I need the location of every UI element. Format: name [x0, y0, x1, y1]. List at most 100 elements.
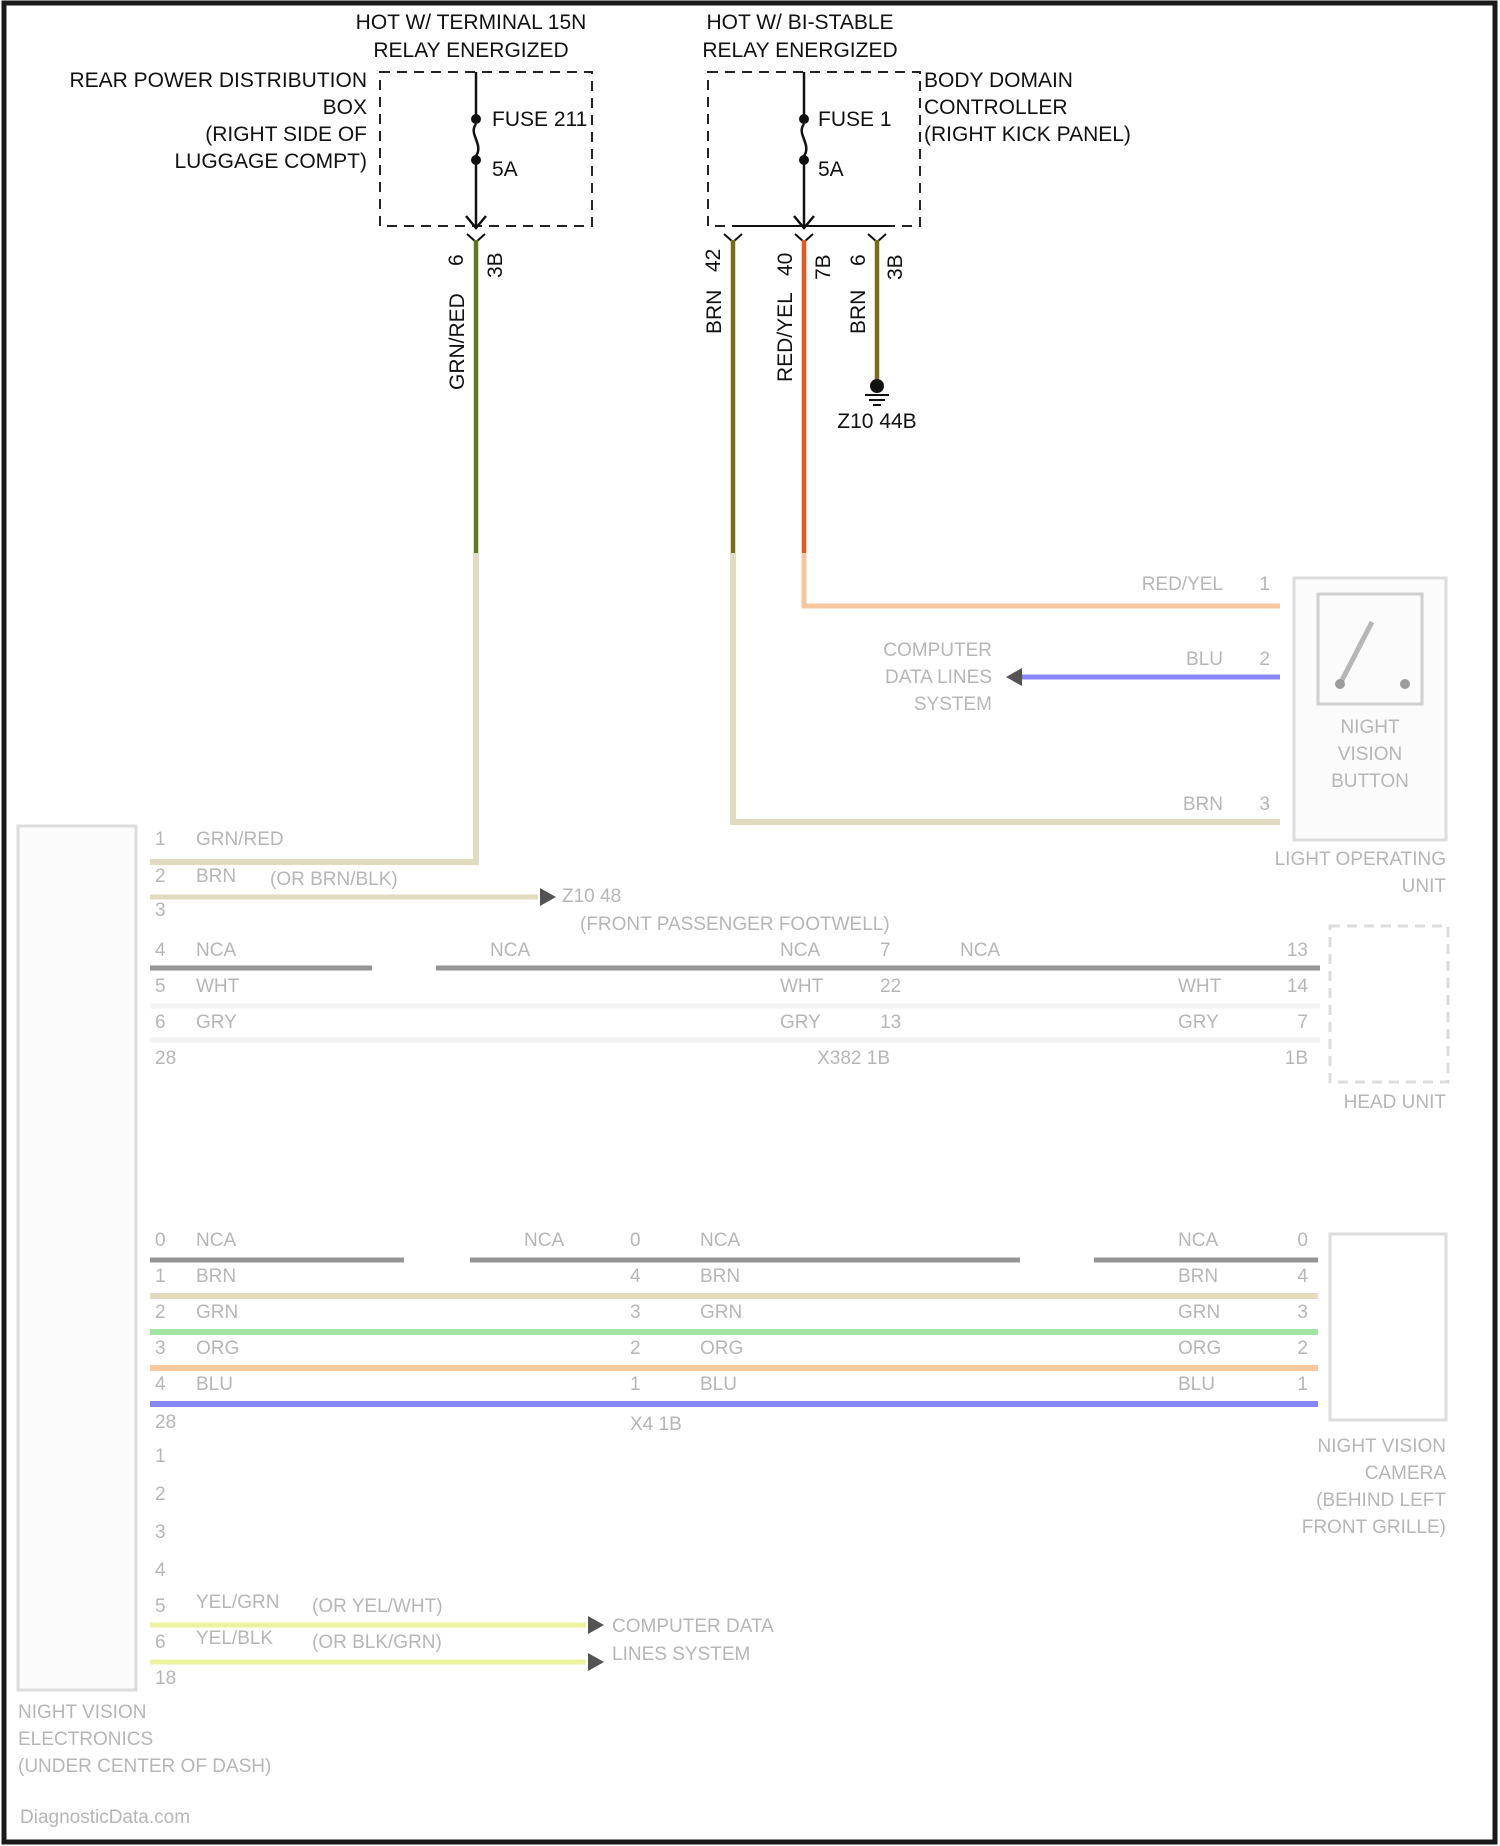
cam-mid-wire-grn: GRN — [700, 1302, 742, 1323]
hu-left-wire-wht: WHT — [196, 976, 240, 997]
lou-pin-1: 1 — [1259, 574, 1270, 595]
nve-extra-pin-2: 2 — [155, 1484, 166, 1505]
nve-label-line-1: NIGHT VISION — [18, 1702, 146, 1723]
cam-mid-pin-0: 0 — [630, 1230, 641, 1251]
hu-left-pin-28: 28 — [155, 1048, 176, 1069]
cam-right-pin-2: 2 — [1297, 1338, 1308, 1359]
camera-label-line-2: CAMERA — [1365, 1463, 1447, 1484]
bdc-pin-6: 6 — [847, 254, 870, 266]
hu-left-pin-6: 6 — [155, 1012, 166, 1033]
cam-left-wire-grn: GRN — [196, 1302, 238, 1323]
nve-wire-yel-blk: YEL/BLK — [196, 1628, 273, 1649]
nve-wire-yel-grn-alt: (OR YEL/WHT) — [312, 1596, 443, 1617]
cam-mid-pin-4: 4 — [630, 1266, 641, 1287]
cam-right-wire-blu: BLU — [1178, 1374, 1215, 1395]
nve-ground-location: (FRONT PASSENGER FOOTWELL) — [580, 914, 890, 935]
lou-data-line-3: SYSTEM — [914, 694, 992, 715]
hu-right-pin-7: 7 — [1297, 1012, 1308, 1033]
camera-label-line-1: NIGHT VISION — [1318, 1436, 1446, 1457]
hu-right-wire-wht: WHT — [1178, 976, 1222, 997]
bdc-fuse-name: FUSE 1 — [818, 108, 892, 131]
hu-left-wire-nca: NCA — [196, 940, 236, 961]
rpdb-hot-label-1: HOT W/ TERMINAL 15N — [356, 11, 587, 34]
nve-pin-2: 2 — [155, 866, 166, 887]
bdc-wire-label-brn-6: BRN — [847, 290, 870, 334]
rear-power-distribution-box: HOT W/ TERMINAL 15N RELAY ENERGIZED REAR… — [69, 11, 592, 553]
rpdb-pin-number: 6 — [445, 254, 468, 266]
hu-right-pin-13: 13 — [1287, 940, 1308, 961]
rpdb-name-line-2: BOX — [323, 96, 367, 119]
cam-left-pin-2: 2 — [155, 1302, 166, 1323]
camera-label-line-3: (BEHIND LEFT — [1316, 1490, 1446, 1511]
rpdb-name-line-3: (RIGHT SIDE OF — [205, 123, 367, 146]
nve-pin-1: 1 — [155, 829, 166, 850]
bdc-connector-3b: 3B — [884, 254, 907, 280]
nve-wire-grn-red: GRN/RED — [196, 829, 284, 850]
rpdb-fuse-name: FUSE 211 — [492, 108, 587, 131]
cam-right-wire-grn: GRN — [1178, 1302, 1220, 1323]
cam-mid-wire-nca-2: NCA — [700, 1230, 740, 1251]
hu-mid-wire-wht: WHT — [780, 976, 824, 997]
nve-wire-brn: BRN — [196, 866, 236, 887]
cam-mid-wire-nca-1: NCA — [524, 1230, 564, 1251]
bdc-wire-label-red-yel: RED/YEL — [774, 292, 797, 382]
bdc-fuse-terminal-top — [799, 114, 809, 124]
lou-wire-red-yel: RED/YEL — [1142, 574, 1223, 595]
bdc-hot-label-1: HOT W/ BI-STABLE — [706, 11, 893, 34]
cam-left-pin-0: 0 — [155, 1230, 166, 1251]
lou-label-line-2: UNIT — [1402, 876, 1447, 897]
cam-mid-pin-3: 3 — [630, 1302, 641, 1323]
lou-pin-2: 2 — [1259, 649, 1270, 670]
data-lines-arrow-icon — [1006, 668, 1022, 686]
nve-extra-pin-3: 3 — [155, 1522, 166, 1543]
hu-mid-wire-nca-1: NCA — [490, 940, 530, 961]
rpdb-dashed-box — [380, 72, 592, 226]
cam-left-wire-org: ORG — [196, 1338, 239, 1359]
lower-section: NIGHT VISION BUTTON LIGHT OPERATING UNIT… — [18, 553, 1448, 1828]
nv-button-line-1: NIGHT — [1340, 717, 1400, 738]
data-arrow-icon-1 — [588, 1616, 604, 1634]
lou-pin-3: 3 — [1259, 794, 1270, 815]
hu-right-wire-gry: GRY — [1178, 1012, 1219, 1033]
lou-data-line-1: COMPUTER — [883, 640, 992, 661]
nve-data-line-2: LINES SYSTEM — [612, 1644, 750, 1665]
cam-mid-wire-blu: BLU — [700, 1374, 737, 1395]
bdc-fuse-rating: 5A — [818, 158, 844, 181]
hu-left-pin-5: 5 — [155, 976, 166, 997]
ground-point — [870, 379, 884, 393]
bdc-name-line-1: BODY DOMAIN — [924, 69, 1073, 92]
rpdb-wire-color-label: GRN/RED — [446, 293, 469, 390]
bdc-name-line-2: CONTROLLER — [924, 96, 1068, 119]
night-vision-electronics-box — [18, 826, 136, 1690]
head-unit-label: HEAD UNIT — [1344, 1092, 1447, 1113]
nve-pin-5: 5 — [155, 1596, 166, 1617]
lou-wire-brn: BRN — [1183, 794, 1223, 815]
fuse-symbol-1 — [802, 124, 807, 156]
nve-data-line-1: COMPUTER DATA — [612, 1616, 774, 1637]
nve-wire-brn-alt: (OR BRN/BLK) — [270, 869, 398, 890]
cam-left-pin-28: 28 — [155, 1412, 176, 1433]
hu-mid-wire-nca-2: NCA — [780, 940, 820, 961]
nve-extra-pin-1: 1 — [155, 1446, 166, 1467]
cam-left-pin-1: 1 — [155, 1266, 166, 1287]
nve-ground-label: Z10 48 — [562, 886, 621, 907]
bdc-name-line-3: (RIGHT KICK PANEL) — [924, 123, 1131, 146]
hu-splice-label: X382 1B — [817, 1048, 890, 1069]
cam-mid-wire-org: ORG — [700, 1338, 743, 1359]
cam-left-wire-brn: BRN — [196, 1266, 236, 1287]
cam-right-pin-4: 4 — [1297, 1266, 1308, 1287]
cam-mid-pin-2: 2 — [630, 1338, 641, 1359]
nve-extra-pin-4: 4 — [155, 1560, 166, 1581]
bdc-connector-7b: 7B — [812, 254, 835, 280]
nv-button-line-3: BUTTON — [1331, 771, 1409, 792]
bdc-ground-label: Z10 44B — [837, 410, 916, 433]
head-unit-box — [1330, 926, 1448, 1082]
cam-left-pin-4: 4 — [155, 1374, 166, 1395]
hu-left-pin-4: 4 — [155, 940, 166, 961]
cam-right-wire-org: ORG — [1178, 1338, 1221, 1359]
hu-right-wire-nca: NCA — [960, 940, 1000, 961]
cam-splice-label: X4 1B — [630, 1414, 682, 1435]
bdc-dashed-box — [708, 72, 920, 226]
cam-right-pin-3: 3 — [1297, 1302, 1308, 1323]
footer-watermark: DiagnosticData.com — [20, 1807, 190, 1828]
